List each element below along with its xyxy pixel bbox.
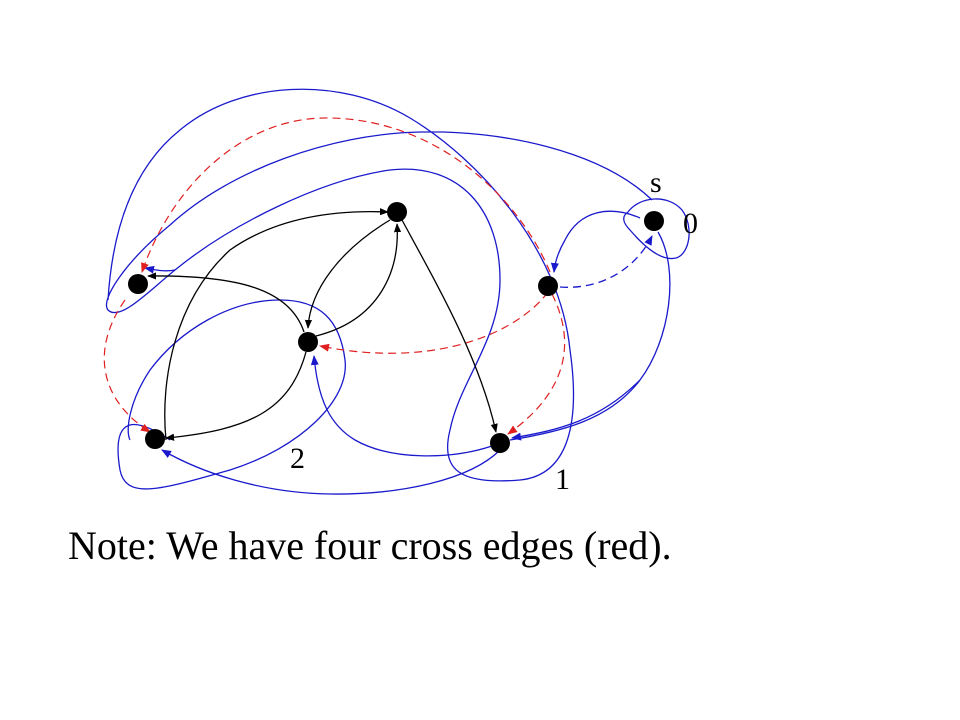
outline-right-to-s: [559, 235, 653, 288]
outline-1-to-2: [161, 449, 501, 495]
tree-edge-topleft-to-top: [164, 208, 389, 441]
outline-into-1: [511, 379, 641, 441]
node-top-left: [128, 274, 148, 294]
tree-edge-top-to-mid: [304, 219, 391, 329]
node-right: [538, 276, 558, 296]
caption-note: Note: We have four cross edges (red).: [68, 523, 672, 568]
outline-s-to-right: [550, 210, 641, 273]
cross-edge-right: [507, 293, 566, 435]
cross-edge-mid: [319, 291, 549, 354]
label-level-1: 1: [555, 463, 570, 496]
level-2-outline: [117, 299, 346, 490]
tree-edge-top-to-1: [401, 219, 498, 433]
node-level-1: [490, 433, 510, 453]
node-middle: [298, 332, 318, 352]
level-0-outline: [623, 198, 690, 260]
label-level-0: 0: [683, 207, 698, 240]
label-source: s: [650, 166, 662, 199]
outline-1-to-mid: [310, 355, 493, 457]
cross-edges: [103, 117, 566, 435]
outline-into-topleft: [144, 265, 176, 274]
tree-edge-mid-to-bottomleft: [165, 351, 307, 441]
graph-nodes: [128, 202, 664, 453]
outer-outline-top: [105, 88, 653, 482]
tree-edge-mid-to-topleft: [147, 272, 305, 333]
tree-edge-mid-to-top: [315, 223, 402, 337]
cross-edge-left: [103, 299, 151, 433]
label-level-2: 2: [290, 442, 305, 475]
node-s: [644, 211, 664, 231]
cross-edge-top: [141, 117, 551, 273]
level-outlines: [105, 88, 690, 495]
tree-edges: [147, 208, 498, 441]
node-bottom-left: [145, 429, 165, 449]
level-1-outline: [509, 231, 671, 441]
node-top: [387, 202, 407, 222]
